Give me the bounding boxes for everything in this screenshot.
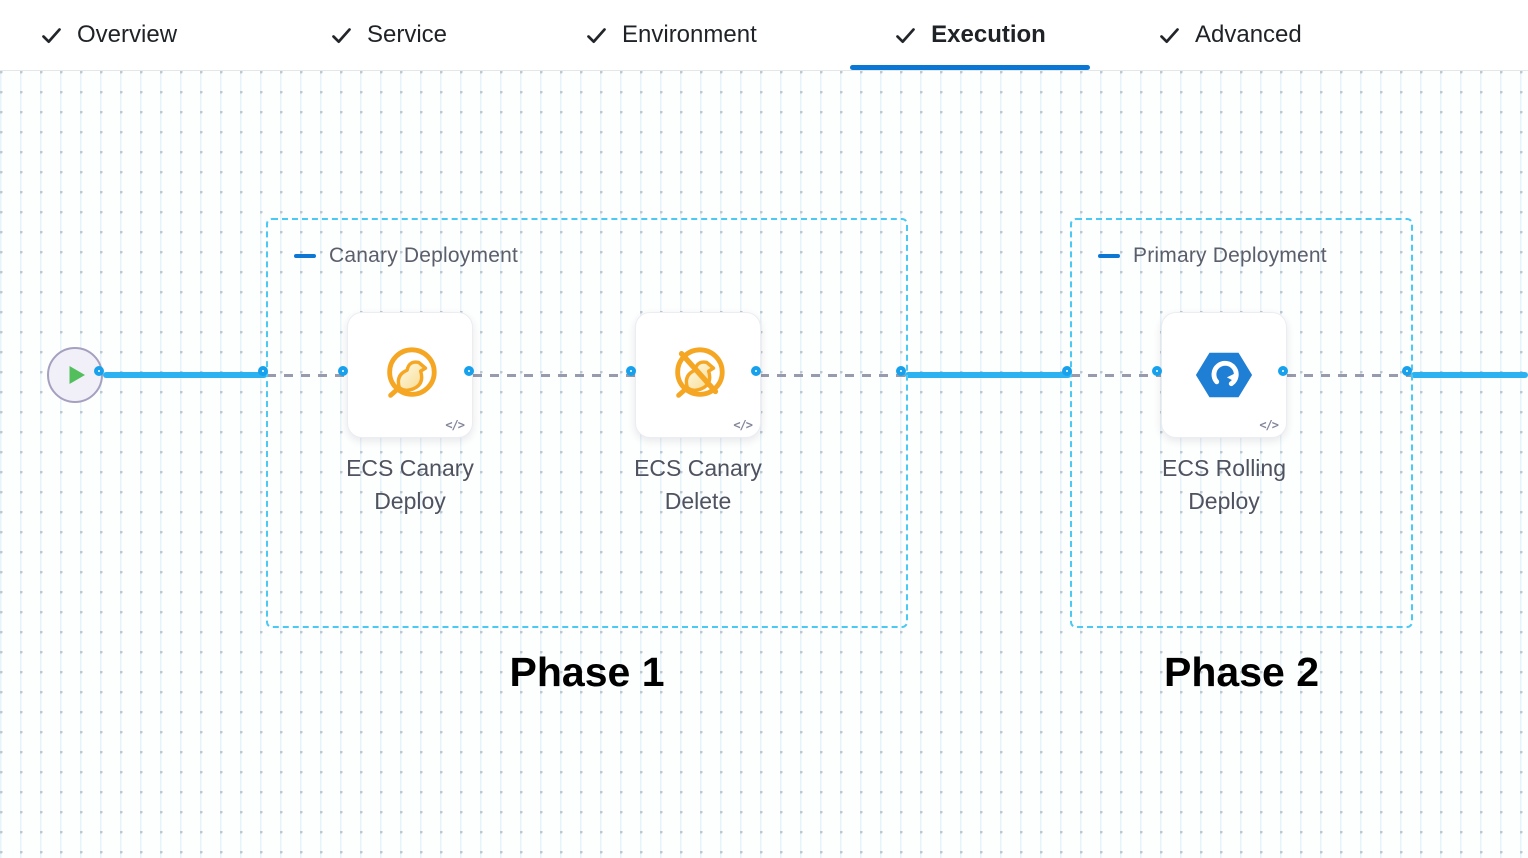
code-icon: </>	[1259, 418, 1279, 432]
play-icon	[69, 366, 85, 384]
tab-label: Overview	[77, 21, 178, 48]
tab-label: Execution	[931, 21, 1046, 48]
check-icon	[894, 24, 917, 47]
group-header-primary[interactable]: Primary Deployment	[1098, 244, 1327, 268]
ecs-canary-deploy-icon	[387, 347, 437, 398]
tab-label: Environment	[622, 21, 757, 48]
tab-advanced[interactable]: Advanced	[1158, 0, 1302, 70]
tab-service[interactable]: Service	[330, 0, 447, 70]
connector-line	[103, 372, 267, 378]
pipeline-start-node[interactable]	[47, 347, 103, 403]
dashed-connector-line	[1071, 374, 1161, 377]
check-icon	[330, 24, 353, 47]
pipeline-canvas[interactable]: Canary Deployment Primary Deployment </>	[0, 71, 1528, 858]
stage-group-canary-deployment[interactable]: Canary Deployment	[266, 218, 908, 628]
connector-port[interactable]	[338, 366, 348, 376]
step-label-ecs-canary-deploy[interactable]: ECS Canary Deploy	[346, 455, 474, 515]
phase-1-label: Phase 1	[509, 649, 665, 695]
connector-port[interactable]	[626, 366, 636, 376]
collapse-icon[interactable]	[294, 254, 316, 258]
connector-port[interactable]	[464, 366, 474, 376]
connector-port[interactable]	[751, 366, 761, 376]
step-card-ecs-canary-deploy[interactable]: </>	[347, 312, 473, 438]
phase-2-label: Phase 2	[1164, 649, 1319, 695]
tab-environment[interactable]: Environment	[585, 0, 757, 70]
step-label-ecs-canary-delete[interactable]: ECS Canary Delete	[634, 455, 762, 515]
dashed-connector-line	[760, 374, 905, 377]
connector-port[interactable]	[1152, 366, 1162, 376]
collapse-icon[interactable]	[1098, 254, 1120, 258]
group-header-canary[interactable]: Canary Deployment	[294, 244, 518, 268]
stage-group-primary-deployment[interactable]: Primary Deployment	[1070, 218, 1413, 628]
connector-port[interactable]	[1278, 366, 1288, 376]
step-card-ecs-rolling-deploy[interactable]: </>	[1161, 312, 1287, 438]
connector-port[interactable]	[896, 366, 906, 376]
tab-execution[interactable]: Execution	[850, 0, 1090, 70]
active-tab-underline	[850, 65, 1090, 70]
connector-line	[1411, 372, 1528, 378]
code-icon: </>	[733, 418, 753, 432]
connector-port[interactable]	[94, 366, 104, 376]
tab-overview[interactable]: Overview	[40, 0, 177, 70]
group-label: Canary Deployment	[329, 244, 518, 267]
check-icon	[1158, 24, 1181, 47]
connector-line	[905, 372, 1071, 378]
tab-label: Service	[367, 21, 448, 48]
code-icon: </>	[445, 418, 465, 432]
connector-port[interactable]	[1062, 366, 1072, 376]
ecs-canary-delete-icon	[675, 347, 725, 398]
tab-label: Advanced	[1195, 21, 1302, 48]
dashed-connector-line	[473, 374, 635, 377]
dashed-connector-line	[1287, 374, 1411, 377]
connector-port[interactable]	[258, 366, 268, 376]
step-card-ecs-canary-delete[interactable]: </>	[635, 312, 761, 438]
connector-port[interactable]	[1402, 366, 1412, 376]
check-icon	[40, 24, 63, 47]
check-icon	[585, 24, 608, 47]
stage-config-tabbar: Overview Service Environment Execution A…	[0, 0, 1528, 71]
group-label: Primary Deployment	[1133, 244, 1327, 267]
dashed-connector-line	[267, 374, 347, 377]
step-label-ecs-rolling-deploy[interactable]: ECS Rolling Deploy	[1162, 455, 1286, 515]
ecs-rolling-deploy-icon	[1195, 352, 1253, 398]
